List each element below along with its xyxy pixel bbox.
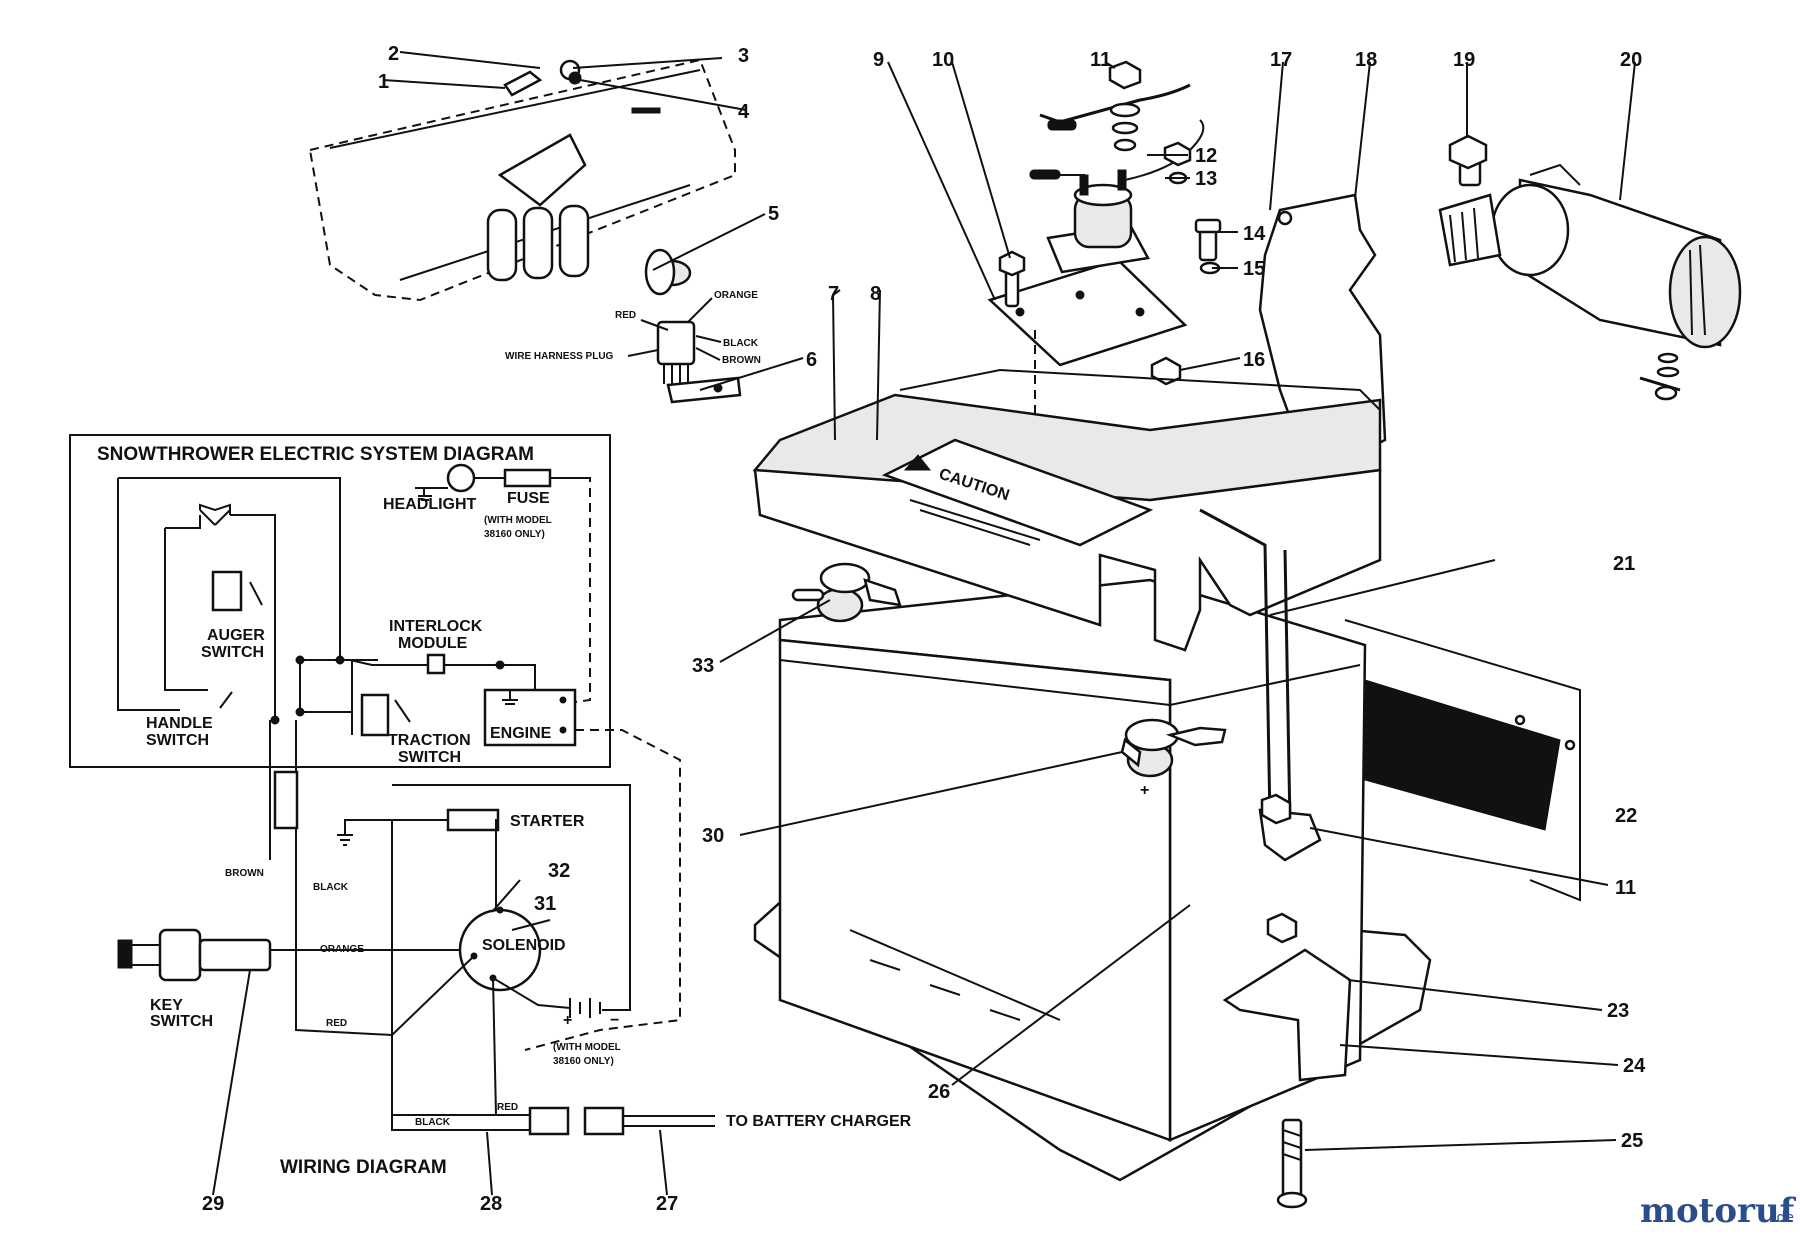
harness-orange-label: ORANGE	[714, 290, 758, 301]
callout-16: 16	[1243, 349, 1265, 371]
callout-7: 7	[828, 283, 839, 305]
control-panel-assembly	[308, 58, 742, 404]
headlight-label: HEADLIGHT	[383, 496, 477, 513]
callout-11-bottom: 11	[1615, 877, 1636, 899]
callout-1: 1	[378, 71, 389, 93]
battery-note-2: 38160 ONLY)	[553, 1056, 614, 1067]
callout-27: 27	[656, 1193, 678, 1215]
callout-30: 30	[702, 825, 724, 847]
callout-15: 15	[1243, 258, 1265, 280]
callout-23: 23	[1607, 1000, 1629, 1022]
wire-brown-label: BROWN	[225, 868, 264, 879]
callout-33: 33	[692, 655, 714, 677]
wire-black-top-label: BLACK	[313, 882, 349, 893]
callout-22: 22	[1615, 805, 1637, 827]
wire-orange-label: ORANGE	[320, 944, 364, 955]
wire-black-bottom-label: BLACK	[415, 1117, 451, 1128]
battery-note-1: (WITH MODEL	[553, 1042, 621, 1053]
callout-29: 29	[202, 1193, 224, 1215]
callout-19: 19	[1453, 49, 1475, 71]
traction-switch-label-1: TRACTION	[388, 732, 471, 749]
wiring-diagram: KEY SWITCH STARTER SOLENOID BROWN BLACK …	[117, 720, 912, 1178]
solenoid-assembly	[987, 60, 1222, 470]
battery-plus-symbol: +	[563, 1012, 572, 1029]
wire-red-plug-label: RED	[497, 1102, 518, 1113]
starter-label: STARTER	[510, 813, 585, 830]
callout-4: 4	[738, 101, 750, 123]
traction-switch-label-2: SWITCH	[398, 749, 461, 766]
callout-8: 8	[870, 283, 881, 305]
callout-18: 18	[1355, 49, 1377, 71]
callout-31: 31	[534, 893, 556, 915]
electric-system-diagram: SNOWTHROWER ELECTRIC SYSTEM DIAGRAM HEAD…	[69, 434, 681, 1051]
harness-red-label: RED	[615, 310, 636, 321]
solenoid-label: SOLENOID	[482, 937, 566, 954]
callout-20: 20	[1620, 49, 1642, 71]
callout-13: 13	[1195, 168, 1217, 190]
key-switch-label-1: KEY	[150, 997, 183, 1014]
callout-17: 17	[1270, 49, 1292, 71]
watermark-brand: motoruf	[1640, 1191, 1797, 1231]
callout-12: 12	[1195, 145, 1217, 167]
harness-plug-labels: RED ORANGE BLACK BROWN WIRE HARNESS PLUG	[505, 290, 761, 366]
watermark: motoruf .de	[1640, 1191, 1797, 1231]
bracket-and-starter	[1258, 134, 1742, 457]
callout-2: 2	[388, 43, 399, 65]
battery-charger-label: TO BATTERY CHARGER	[726, 1113, 912, 1130]
callout-6: 6	[806, 349, 817, 371]
callout-3: 3	[738, 45, 749, 67]
electric-system-title: SNOWTHROWER ELECTRIC SYSTEM DIAGRAM	[97, 444, 534, 465]
harness-black-label: BLACK	[723, 338, 759, 349]
battery-minus-symbol: −	[610, 1012, 619, 1029]
callout-numbers: 1 2 3 4 5 6 7 8 9 10 11 12 13 14 15 16 1…	[202, 43, 1646, 1215]
key-switch-label-2: SWITCH	[150, 1013, 213, 1030]
harness-plug-label: WIRE HARNESS PLUG	[505, 351, 614, 362]
engine-label: ENGINE	[490, 725, 552, 742]
callout-24: 24	[1623, 1055, 1646, 1077]
auger-switch-label-1: AUGER	[207, 627, 265, 644]
fuse-note-2: 38160 ONLY)	[484, 529, 545, 540]
callout-11-top: 11	[1090, 49, 1111, 71]
callout-28: 28	[480, 1193, 502, 1215]
callout-26: 26	[928, 1081, 950, 1103]
fuse-label: FUSE	[507, 490, 550, 507]
callout-14: 14	[1243, 223, 1266, 245]
harness-brown-label: BROWN	[722, 355, 761, 366]
fuse-note-1: (WITH MODEL	[484, 515, 552, 526]
callout-9: 9	[873, 49, 884, 71]
callout-32: 32	[548, 860, 570, 882]
callout-21: 21	[1613, 553, 1635, 575]
wire-red-label: RED	[326, 1018, 347, 1029]
handle-switch-label-1: HANDLE	[146, 715, 213, 732]
watermark-domain: .de	[1772, 1210, 1794, 1226]
callout-10: 10	[932, 49, 954, 71]
handle-switch-label-2: SWITCH	[146, 732, 209, 749]
interlock-label-2: MODULE	[398, 635, 468, 652]
interlock-label-1: INTERLOCK	[389, 618, 483, 635]
leader-lines	[212, 51, 1636, 1196]
auger-switch-label-2: SWITCH	[201, 644, 264, 661]
battery-assembly: + CAUTION	[752, 368, 1581, 1209]
callout-25: 25	[1621, 1130, 1643, 1152]
wiring-diagram-title: WIRING DIAGRAM	[280, 1157, 447, 1178]
callout-5: 5	[768, 203, 779, 225]
battery-positive-label: +	[1140, 782, 1149, 799]
